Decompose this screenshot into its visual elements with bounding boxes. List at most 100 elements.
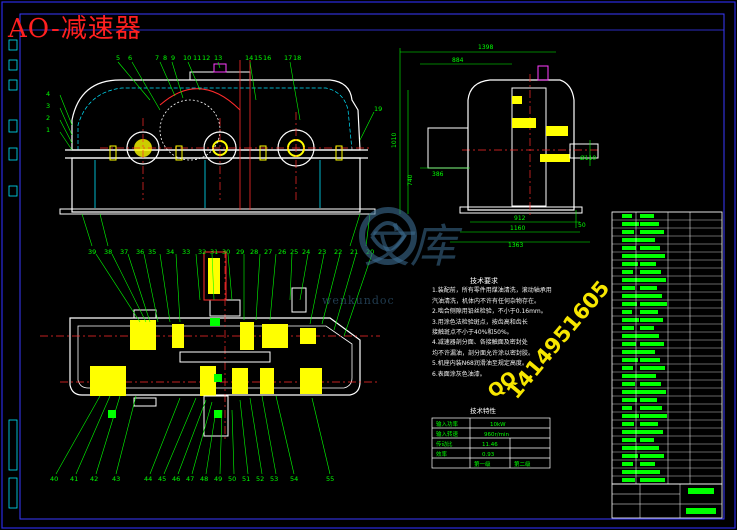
callout-1: 1 — [46, 126, 50, 134]
spec-r4-a: 第一级 — [474, 460, 491, 468]
plan-top-callouts: 39 38 37 36 35 34 33 32 31 30 29 28 27 2… — [88, 248, 374, 256]
callout-2: 2 — [46, 114, 50, 122]
parts-row-mark — [622, 438, 636, 442]
watermark-brand: 文库 — [364, 219, 456, 273]
callout-9: 9 — [171, 54, 175, 62]
parts-row-mark — [622, 382, 635, 386]
callout-49: 49 — [214, 475, 222, 483]
dim-1398: 1398 — [478, 44, 493, 51]
parts-row-mark — [622, 398, 637, 402]
parts-row-mark — [640, 222, 659, 226]
callout-32: 32 — [198, 248, 206, 256]
dim-50: 50 — [578, 222, 586, 229]
parts-row-mark — [640, 358, 660, 362]
parts-row-mark — [640, 390, 666, 394]
watermark-site: wenkundoc — [322, 294, 395, 307]
callout-53: 53 — [270, 475, 278, 483]
parts-row-mark — [640, 398, 657, 402]
callout-39: 39 — [88, 248, 96, 256]
parts-row-mark — [640, 422, 658, 426]
callout-31: 31 — [210, 248, 218, 256]
parts-row-mark — [622, 238, 641, 242]
callout-12: 12 — [202, 54, 210, 62]
spec-r1-label: 输入转速 — [436, 430, 459, 438]
parts-row-mark — [640, 278, 666, 282]
parts-row-mark — [622, 222, 639, 226]
callout-22: 22 — [334, 248, 342, 256]
plan-bottom-callouts: 40 41 42 43 44 45 46 47 48 49 50 51 52 5… — [50, 475, 334, 483]
callout-13: 13 — [214, 54, 222, 62]
spec-r3-value: 0.93 — [482, 452, 495, 458]
parts-row-mark — [640, 414, 667, 418]
spec-r2-value: 11.46 — [482, 442, 498, 448]
parts-row-mark — [640, 350, 655, 354]
dim-1010: 1010 — [391, 133, 398, 148]
parts-row-mark — [622, 454, 638, 458]
title-block — [611, 483, 723, 519]
parts-row-mark — [640, 334, 659, 338]
callout-4: 4 — [46, 90, 50, 98]
parts-list — [611, 211, 723, 485]
callout-55: 55 — [326, 475, 334, 483]
parts-row-mark — [622, 446, 643, 450]
callout-24: 24 — [302, 248, 310, 256]
callout-43: 43 — [112, 475, 120, 483]
callout-46: 46 — [172, 475, 180, 483]
callout-21: 21 — [350, 248, 358, 256]
parts-row-mark — [622, 286, 635, 290]
parts-row-mark — [622, 310, 632, 314]
parts-row-mark — [640, 326, 654, 330]
parts-row-mark — [640, 294, 662, 298]
callout-38: 38 — [104, 248, 112, 256]
parts-row-mark — [640, 318, 663, 322]
callout-26: 26 — [278, 248, 286, 256]
callout-52: 52 — [256, 475, 264, 483]
parts-row-mark — [622, 430, 641, 434]
side-elevation-view — [399, 48, 600, 243]
callout-34: 34 — [166, 248, 174, 256]
drawing-title: AO-减速器 — [8, 14, 142, 44]
spec-table-text: 技术特性 输入功率 10kW 输入转速 960r/min 传动比 11.46 效… — [436, 406, 531, 468]
front-elevation-view — [59, 60, 376, 247]
parts-row-mark — [622, 270, 633, 274]
callout-27: 27 — [264, 248, 272, 256]
parts-row-mark — [622, 278, 640, 282]
callout-54: 54 — [290, 475, 298, 483]
parts-row-mark — [622, 350, 643, 354]
requirement-line: 6.表面涂灰色油漆。 — [432, 370, 486, 378]
spec-title: 技术特性 — [470, 406, 497, 415]
parts-row-mark — [622, 414, 639, 418]
callout-18: 18 — [293, 54, 301, 62]
parts-row-mark — [622, 406, 632, 410]
parts-row-mark — [622, 214, 632, 218]
callout-25: 25 — [290, 248, 298, 256]
parts-row-mark — [622, 262, 638, 266]
dim-884: 884 — [452, 57, 464, 64]
parts-row-mark — [640, 270, 661, 274]
side-dimensions: 1398 884 1010 740 386 Ø110 912 1160 1363… — [391, 44, 596, 249]
left-margin-blocks — [8, 39, 18, 509]
parts-row-mark — [640, 382, 661, 386]
callout-17: 17 — [284, 54, 292, 62]
requirement-line: 3.用涂色法检验斑点，按齿高和齿长 — [432, 318, 528, 326]
parts-row-mark — [622, 390, 642, 394]
callout-37: 37 — [120, 248, 128, 256]
parts-row-mark — [640, 406, 662, 410]
callout-16: 16 — [263, 54, 271, 62]
parts-row-mark — [622, 230, 634, 234]
parts-row-mark — [640, 286, 657, 290]
callout-3: 3 — [46, 102, 50, 110]
callout-30: 30 — [222, 248, 230, 256]
callout-50: 50 — [228, 475, 236, 483]
requirement-line: 4.减速器剖分面、各接触面及密封处 — [432, 339, 528, 347]
parts-row-mark — [622, 246, 636, 250]
callout-41: 41 — [70, 475, 78, 483]
parts-row-mark — [640, 454, 664, 458]
parts-row-mark — [622, 334, 641, 338]
requirement-line: 接触斑点不小于40%和50%。 — [432, 329, 513, 337]
callout-36: 36 — [136, 248, 144, 256]
callout-10: 10 — [183, 54, 191, 62]
callout-28: 28 — [250, 248, 258, 256]
callout-15: 15 — [254, 54, 262, 62]
